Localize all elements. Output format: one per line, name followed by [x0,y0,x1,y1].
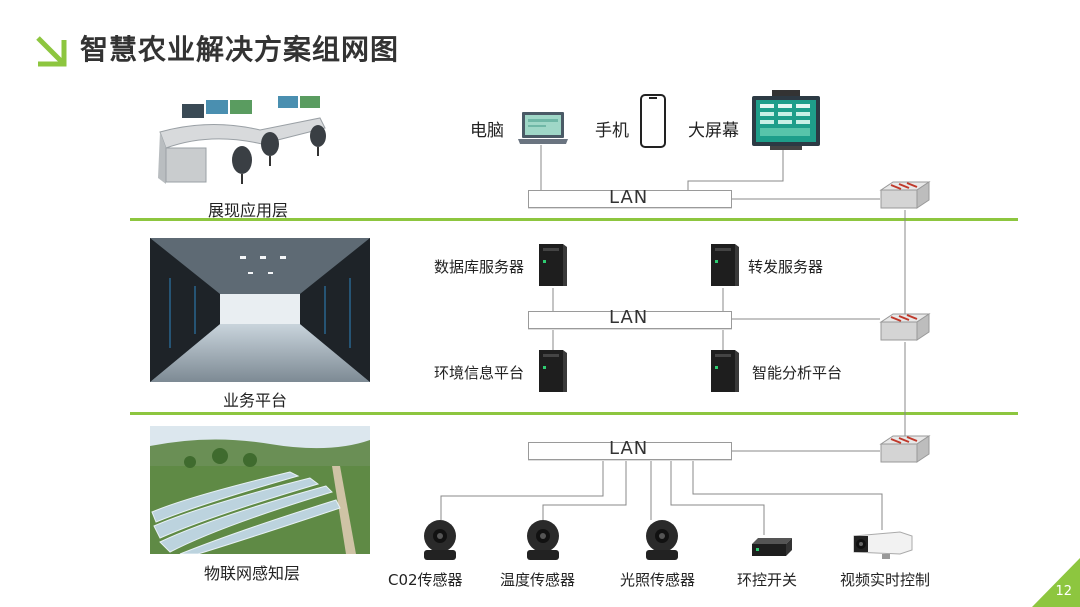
env-platform-label: 环境信息平台 [434,364,525,382]
pc-label: 电脑 [470,121,504,141]
server-icon-forward [709,242,741,292]
light-sensor-label: 光照传感器 [620,571,696,589]
switch-icon-middle [879,312,931,348]
camera-dome-icon-light [642,518,682,566]
big-screen-icon [750,90,822,156]
phone-icon [640,94,666,152]
phone-label: 手机 [595,121,629,141]
switch-icon-top [879,180,931,216]
page-title: 智慧农业解决方案组网图 [80,33,400,66]
lan-bar-middle [528,311,732,329]
bigscreen-label: 大屏幕 [688,121,739,141]
db-server-label: 数据库服务器 [434,258,525,276]
laptop-icon [516,110,570,150]
lan-bar-top [528,190,732,208]
arrow-logo-icon [34,34,74,74]
env-switch-icon [750,536,794,564]
camera-dome-icon-co2 [420,518,460,566]
co2-sensor-label: C02传感器 [388,571,463,589]
server-icon-ai [709,348,741,398]
forward-server-label: 转发服务器 [748,258,824,276]
camera-dome-icon-temp [523,518,563,566]
layer-divider-top [130,218,1018,221]
lan-bar-bottom [528,442,732,460]
control-room-image [150,92,340,192]
greenhouse-image [150,426,370,554]
video-control-label: 视频实时控制 [840,571,931,589]
lan-label-top: LAN [609,187,649,208]
layer-label-presentation: 展现应用层 [208,201,289,220]
layer-divider-bottom [130,412,1018,415]
server-icon-env [537,348,569,398]
env-switch-label: 环控开关 [737,571,798,589]
layer-label-business: 业务平台 [223,391,288,410]
server-icon-db [537,242,569,292]
layer-label-iot: 物联网感知层 [204,564,301,583]
lan-label-middle: LAN [609,307,649,328]
switch-icon-bottom [879,434,931,470]
datacenter-image [150,238,370,382]
lan-label-bottom: LAN [609,438,649,459]
bullet-camera-icon [852,528,916,564]
page-number: 12 [1055,584,1072,599]
temp-sensor-label: 温度传感器 [500,571,576,589]
ai-platform-label: 智能分析平台 [752,364,843,382]
